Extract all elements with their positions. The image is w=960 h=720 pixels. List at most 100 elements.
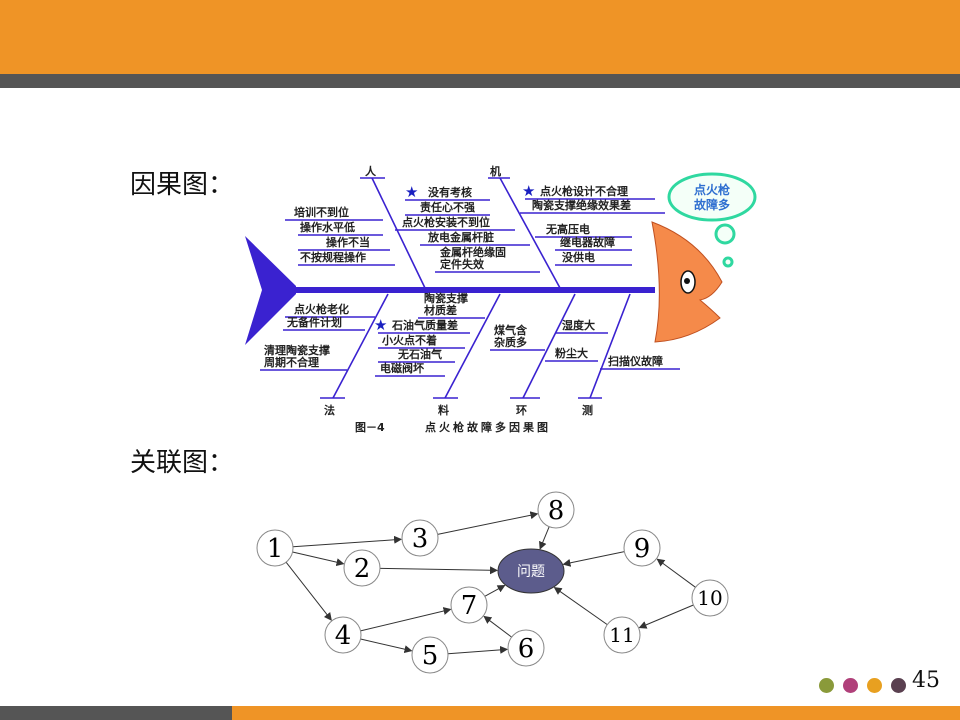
edge-10-to-11: [638, 604, 694, 629]
svg-text:点火枪老化: 点火枪老化: [294, 302, 349, 316]
edge-4-to-5: [360, 638, 413, 654]
node-label-1: 1: [267, 534, 284, 564]
edge-1-to-3: [292, 535, 403, 548]
decor-dot-purple: [891, 678, 906, 693]
environment-causes: 煤气含 杂质多 湿度大 粉尘大: [490, 318, 608, 362]
bottom-bar-orange: [232, 706, 960, 720]
edge-1-to-2: [292, 551, 345, 567]
fish-tail: [245, 236, 296, 345]
edge-5-to-6: [447, 645, 509, 655]
edge-3-to-8: [437, 511, 539, 535]
edge-11-to-问题: [553, 586, 608, 626]
category-person: 人: [365, 164, 377, 178]
bone-measurement: [589, 293, 631, 399]
svg-text:石油气质量差: 石油气质量差: [391, 318, 458, 332]
decor-dot-orange: [867, 678, 882, 693]
svg-text:放电金属杆脏: 放电金属杆脏: [427, 230, 494, 244]
edge-8-to-问题: [539, 526, 550, 550]
bone-person: [371, 177, 426, 289]
edge-6-to-7: [483, 615, 512, 638]
svg-text:扫描仪故障: 扫描仪故障: [608, 354, 663, 368]
node-label-11: 11: [609, 623, 634, 647]
svg-text:继电器故障: 继电器故障: [560, 235, 615, 249]
measurement-causes: 扫描仪故障: [600, 354, 680, 370]
edge-1-to-4: [285, 561, 332, 621]
node-1: [256, 529, 294, 567]
decor-dot-green: [819, 678, 834, 693]
svg-text:金属杆绝缘固: 金属杆绝缘固: [439, 245, 506, 259]
svg-text:无备件计划: 无备件计划: [286, 315, 342, 329]
edge-7-to-问题: [484, 584, 506, 597]
bottom-bar-gray: [0, 706, 232, 720]
node-5: [411, 636, 449, 674]
figure-caption: 点火枪故障多因果图: [425, 420, 551, 434]
node-3: [401, 519, 439, 557]
category-environment: 环: [516, 404, 527, 417]
node-label-6: 6: [518, 634, 535, 664]
svg-text:杂质多: 杂质多: [494, 335, 527, 349]
material-causes: 陶瓷支撑 材质差 ★ 石油气质量差 小火点不着 无石油气 电磁阀坏: [374, 291, 485, 377]
node-label-3: 3: [412, 524, 429, 554]
node-label-2: 2: [354, 554, 371, 584]
node-label-7: 7: [461, 591, 478, 621]
svg-text:煤气含: 煤气含: [494, 323, 528, 337]
svg-text:电磁阀坏: 电磁阀坏: [380, 361, 424, 375]
svg-text:责任心不强: 责任心不强: [420, 200, 475, 214]
svg-text:★: ★: [405, 183, 418, 201]
svg-text:操作水平低: 操作水平低: [300, 220, 355, 234]
node-label-5: 5: [422, 641, 439, 671]
decor-dot-magenta: [843, 678, 858, 693]
effect-label-2: 故障多: [694, 197, 730, 212]
category-method: 法: [324, 403, 335, 417]
node-11: [603, 616, 641, 654]
node-label-10: 10: [697, 586, 722, 610]
machine-causes: ★ 点火枪设计不合理 陶瓷支撑绝缘效果差 无高压电 继电器故障 没供电: [520, 182, 665, 266]
svg-text:清理陶瓷支撑: 清理陶瓷支撑: [264, 343, 330, 357]
category-material: 料: [438, 403, 449, 417]
edge-2-to-问题: [379, 566, 499, 575]
svg-text:陶瓷支撑绝缘效果差: 陶瓷支撑绝缘效果差: [532, 198, 631, 212]
top-divider: [0, 74, 960, 88]
svg-text:点火枪设计不合理: 点火枪设计不合理: [540, 184, 628, 198]
effect-bubble: [667, 172, 757, 222]
svg-text:材质差: 材质差: [424, 303, 457, 317]
node-9: [623, 529, 661, 567]
edge-4-to-7: [360, 607, 452, 632]
svg-text:周期不合理: 周期不合理: [264, 355, 319, 369]
bone-environment: [522, 293, 576, 399]
svg-text:★: ★: [374, 316, 387, 334]
svg-text:没有考核: 没有考核: [428, 185, 472, 199]
top-bar: [0, 0, 960, 74]
edge-10-to-9: [656, 558, 696, 588]
method-causes: 点火枪老化 无备件计划 清理陶瓷支撑 周期不合理: [260, 302, 375, 371]
node-label-9: 9: [634, 534, 651, 564]
bone-material: [444, 293, 501, 399]
svg-text:陶瓷支撑: 陶瓷支撑: [424, 291, 468, 305]
node-label-4: 4: [335, 621, 352, 651]
figure-number: 图－4: [355, 421, 385, 434]
center-node-problem: [497, 548, 565, 594]
category-measurement: 测: [582, 403, 593, 417]
person-causes: 培训不到位 操作水平低 操作不当 不按规程操作 ★ 没有考核 责任心不强 点火枪…: [285, 183, 540, 273]
node-2: [343, 549, 381, 587]
svg-text:定件失效: 定件失效: [440, 257, 485, 271]
node-10: [691, 579, 729, 617]
relation-heading: 关联图：: [130, 448, 235, 478]
svg-text:无高压电: 无高压电: [545, 222, 590, 236]
svg-text:培训不到位: 培训不到位: [294, 205, 349, 219]
node-6: [507, 629, 545, 667]
svg-text:★: ★: [522, 182, 535, 200]
center-node-label: 问题: [517, 564, 545, 580]
svg-text:没供电: 没供电: [562, 250, 595, 264]
svg-text:湿度大: 湿度大: [562, 318, 595, 332]
effect-label-1: 点火枪: [694, 182, 730, 197]
edge-9-to-问题: [562, 551, 625, 567]
svg-text:不按规程操作: 不按规程操作: [300, 250, 366, 264]
svg-text:无石油气: 无石油气: [397, 347, 442, 361]
bone-method: [332, 293, 389, 399]
svg-text:操作不当: 操作不当: [326, 235, 370, 249]
node-7: [450, 586, 488, 624]
svg-text:点火枪安装不到位: 点火枪安装不到位: [402, 215, 490, 229]
